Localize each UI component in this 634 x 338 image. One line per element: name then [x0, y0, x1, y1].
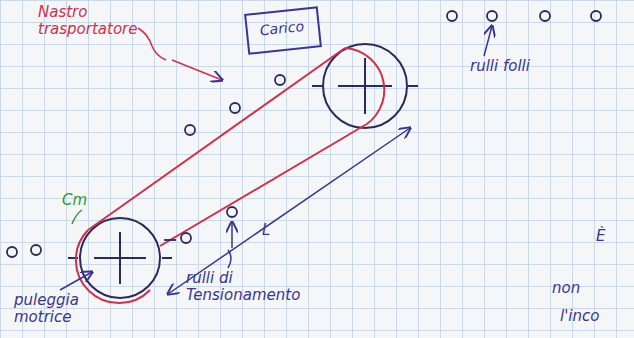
tail-pulley — [312, 44, 418, 128]
note-text: non — [552, 280, 580, 297]
leader-lines — [60, 26, 492, 294]
node-text: Carico — [259, 18, 306, 39]
part-label: rulli folli — [470, 58, 532, 75]
load-box: Carico — [244, 6, 322, 55]
part-label: puleggia motrice — [14, 292, 104, 327]
dimension-label: Cm — [62, 192, 87, 209]
part-label: rulli di Tensionamento — [186, 270, 326, 305]
note-text: È — [596, 228, 605, 245]
idler-rollers — [7, 11, 601, 257]
part-label: Nastro trasportatore — [38, 4, 163, 39]
dimension-label: L — [262, 222, 270, 239]
belt — [76, 48, 384, 303]
note-text: l'inco — [560, 308, 599, 325]
